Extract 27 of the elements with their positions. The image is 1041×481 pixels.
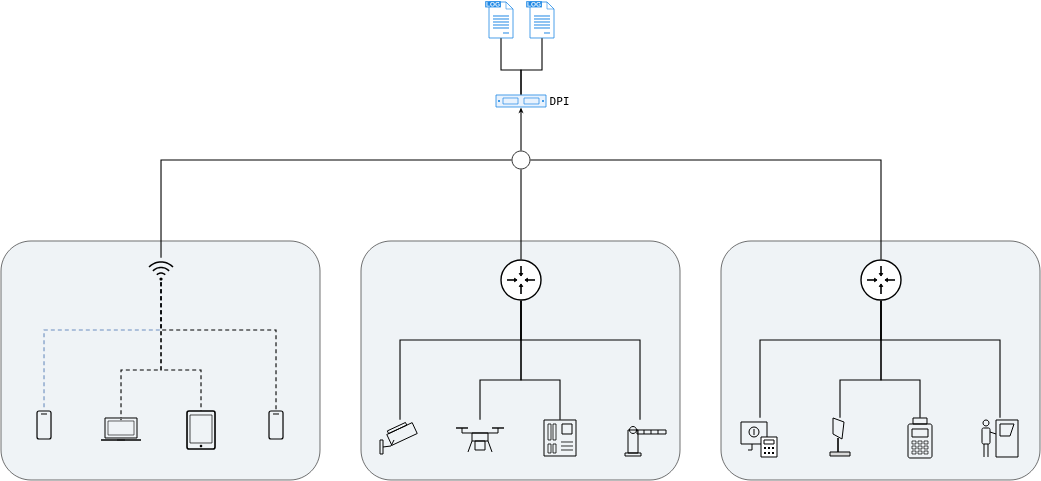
router-icon (860, 259, 902, 301)
connector-line (160, 159, 513, 259)
connector-line (520, 37, 543, 96)
security-camera-icon (379, 421, 418, 455)
connector-line (520, 168, 522, 260)
pos-terminal-icon (740, 421, 778, 458)
junction-circle (511, 150, 531, 170)
device-label: DPI (550, 97, 569, 105)
smartphone-icon (268, 410, 284, 440)
circuit-board-icon (543, 419, 577, 457)
connector-line (529, 159, 882, 260)
card-terminal-icon (907, 417, 933, 459)
connector-line (520, 300, 641, 421)
smartphone-icon (36, 410, 52, 440)
kiosk-icon (829, 417, 851, 457)
drone-icon (455, 427, 505, 453)
laptop-icon (100, 417, 142, 441)
atm-user-icon (981, 419, 1019, 458)
server-appliance-icon (495, 94, 547, 108)
tablet-icon (186, 410, 216, 450)
barrier-gate-icon (624, 426, 667, 457)
wifi-icon (148, 261, 174, 281)
network-panel (720, 240, 1041, 481)
router-icon (500, 259, 542, 301)
network-panel (0, 240, 321, 481)
network-panel (360, 240, 681, 481)
connector-line (880, 300, 1001, 419)
